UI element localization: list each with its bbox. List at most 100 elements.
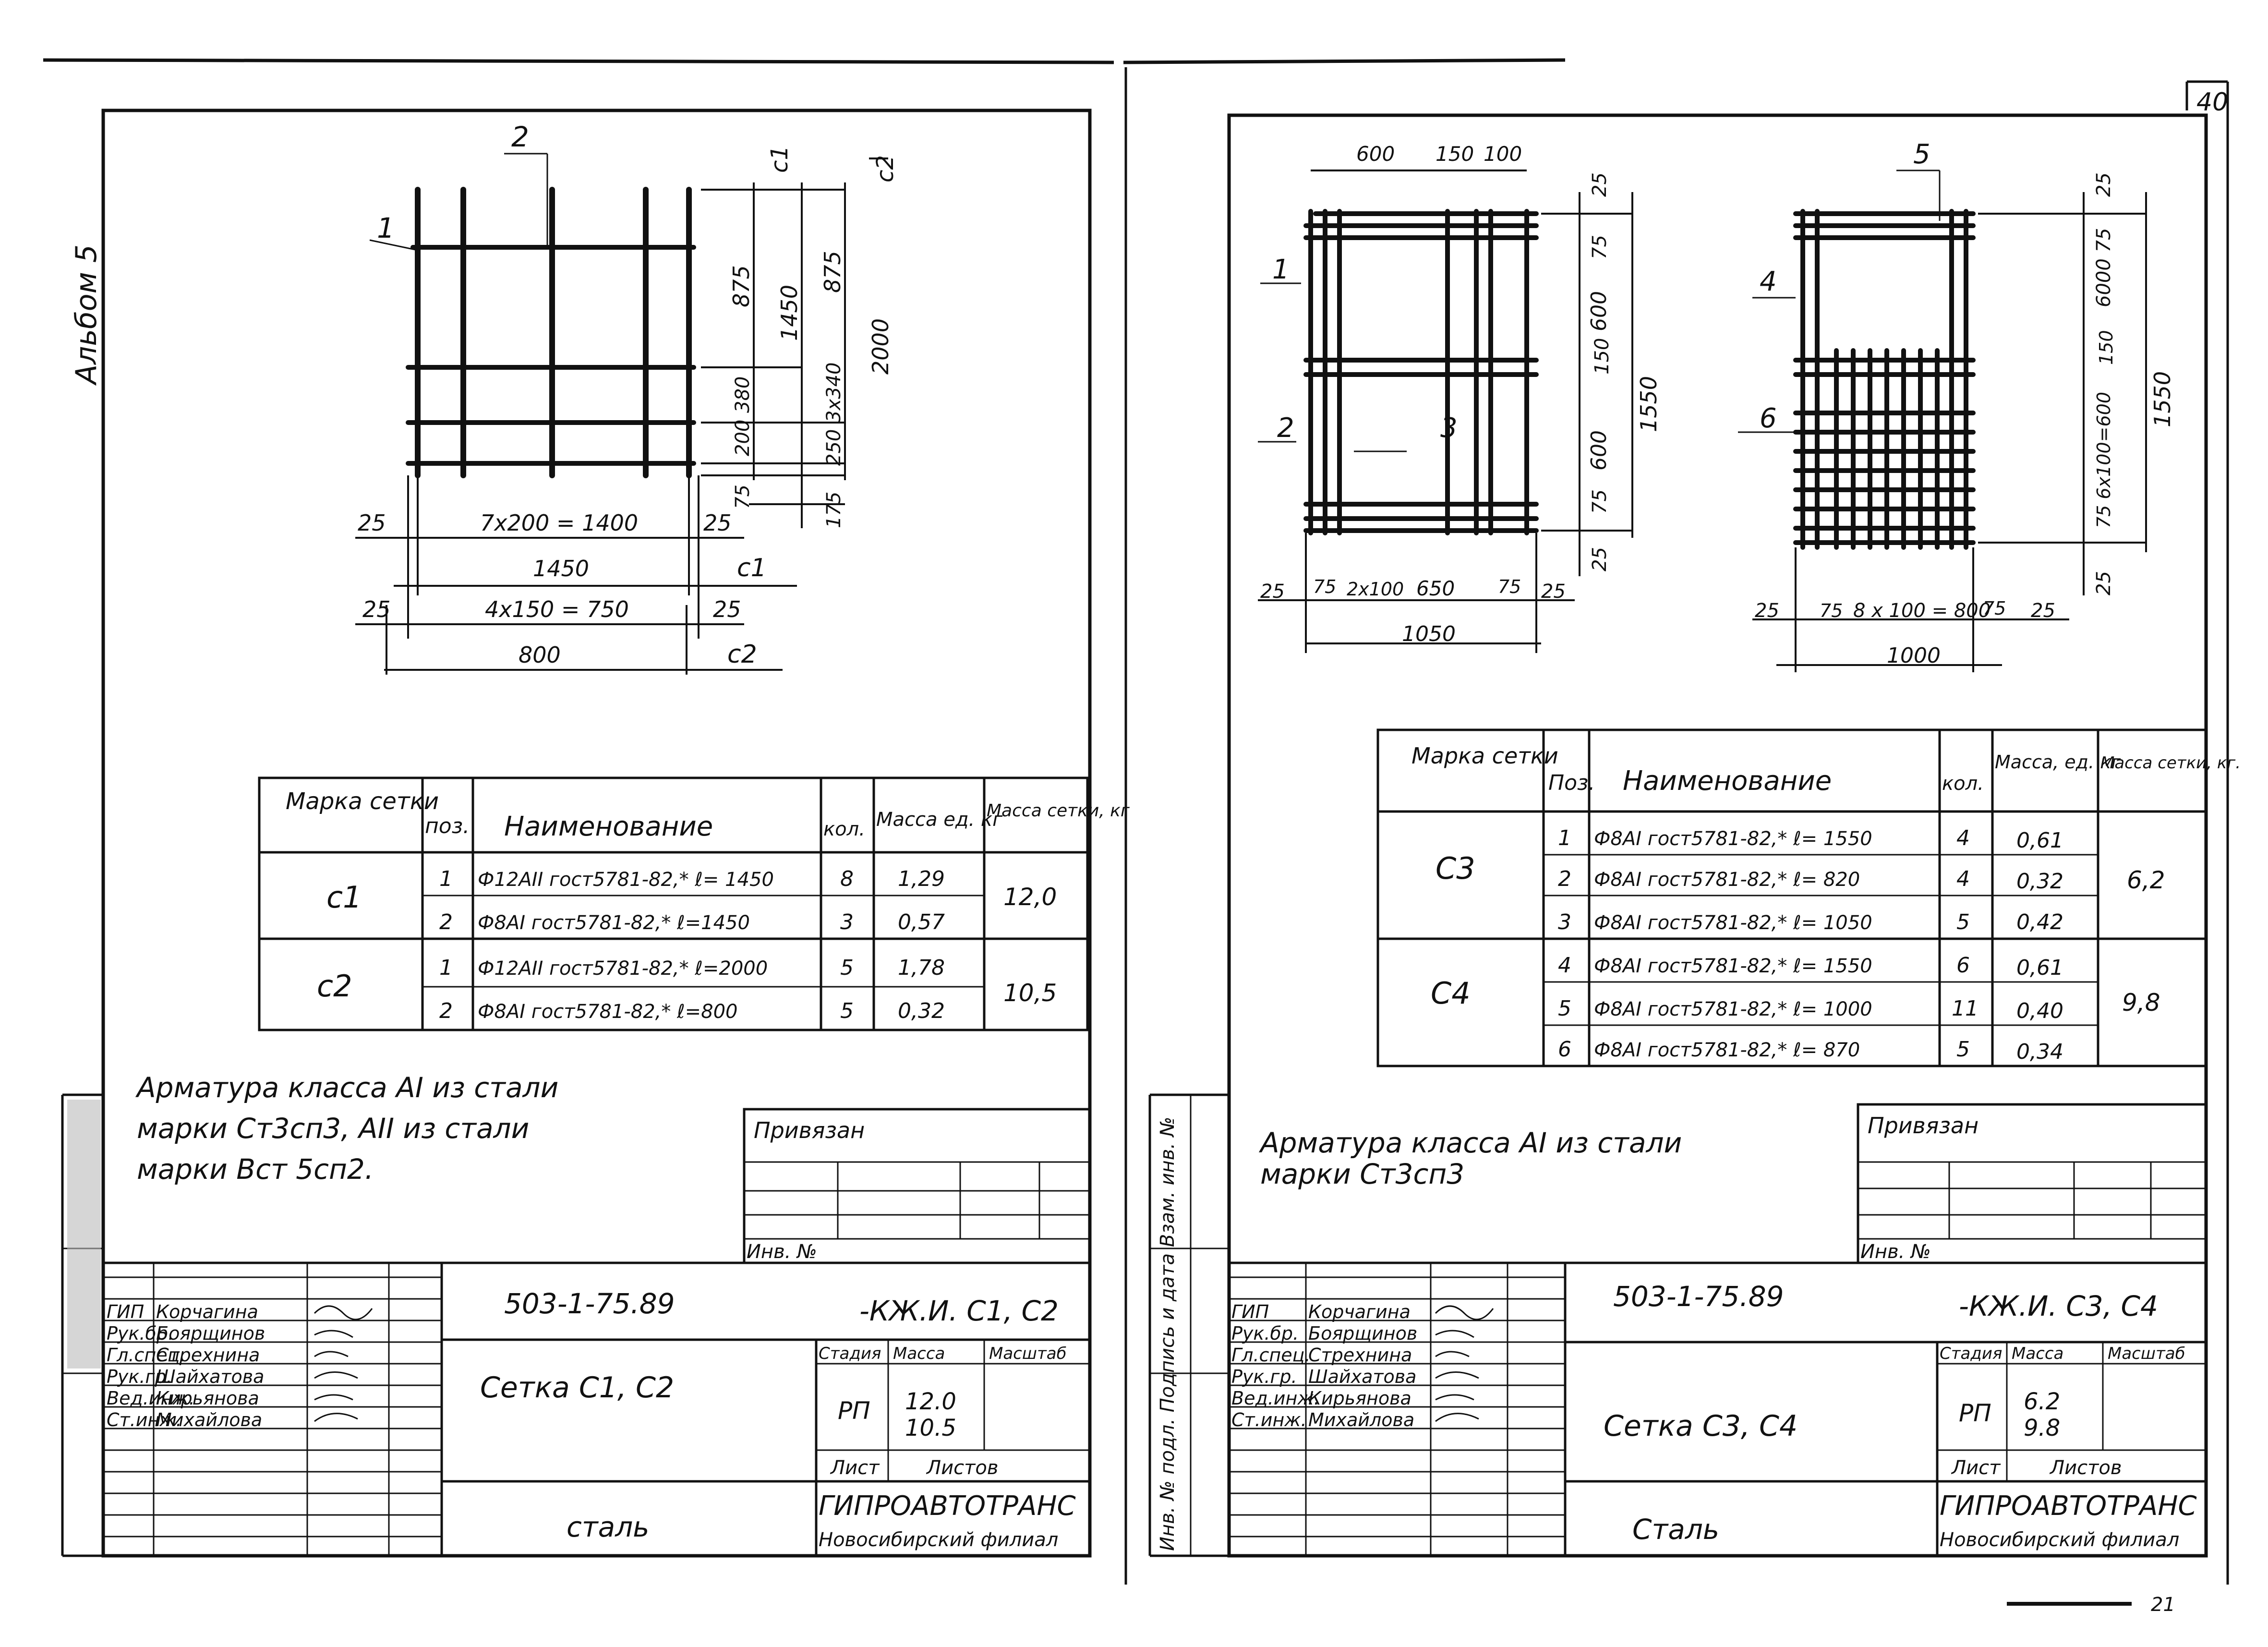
left-signature-roles: ГИП Рук.бр. Гл.спец. Рук.гр. Вед.инж. Ст… <box>107 1301 373 1430</box>
svg-text:75: 75 <box>1983 598 2006 619</box>
svg-text:Шайхатова: Шайхатова <box>156 1366 264 1387</box>
svg-text:Михайлова: Михайлова <box>1308 1409 1414 1430</box>
svg-text:Ст.инж.: Ст.инж. <box>1231 1409 1307 1430</box>
svg-text:25: 25 <box>1541 581 1566 603</box>
svg-text:Ф8АI гост5781-82,* ℓ=1450: Ф8АI гост5781-82,* ℓ=1450 <box>478 912 750 934</box>
left-doc-code: 503-1-75.89 <box>504 1287 675 1320</box>
svg-text:6,2: 6,2 <box>2127 866 2165 894</box>
right-side-stamp <box>1148 1093 1229 1557</box>
svg-text:поз.: поз. <box>425 814 470 838</box>
mesh-c4-drawing <box>1738 170 1976 550</box>
svg-text:1: 1 <box>1558 826 1571 850</box>
svg-text:9.8: 9.8 <box>2024 1415 2060 1441</box>
svg-text:5: 5 <box>1956 910 1970 934</box>
left-table-header-mark: Марка сетки <box>286 788 439 815</box>
svg-text:4x150 = 750: 4x150 = 750 <box>485 596 629 622</box>
svg-text:Масштаб: Масштаб <box>2108 1344 2185 1363</box>
svg-text:5: 5 <box>840 999 854 1023</box>
svg-text:3: 3 <box>1440 412 1458 444</box>
svg-text:4: 4 <box>1956 867 1970 891</box>
svg-text:800: 800 <box>519 642 561 668</box>
svg-text:Рук.гр.: Рук.гр. <box>107 1366 172 1387</box>
svg-text:5: 5 <box>1956 1037 1970 1062</box>
right-side-stamp-text: Инв. № подл. Подпись и дата Взам. инв. № <box>1157 1117 1179 1551</box>
svg-text:75: 75 <box>1313 576 1336 597</box>
left-org-name: ГИПРОАВТОТРАНС <box>819 1490 1076 1522</box>
svg-text:10,5: 10,5 <box>1003 979 1057 1007</box>
left-row-c2-mark: с2 <box>317 969 352 1004</box>
signature-scribbles <box>314 1305 373 1422</box>
svg-text:Ф12АII гост5781-82,* ℓ= 1450: Ф12АII гост5781-82,* ℓ= 1450 <box>478 869 774 891</box>
svg-text:Ф8АI гост5781-82,* ℓ= 1000: Ф8АI гост5781-82,* ℓ= 1000 <box>1594 998 1872 1020</box>
svg-text:Кирьянова: Кирьянова <box>156 1388 259 1409</box>
svg-text:10.5: 10.5 <box>905 1415 956 1441</box>
svg-text:7x200 = 1400: 7x200 = 1400 <box>480 510 638 536</box>
svg-text:25: 25 <box>358 510 386 536</box>
svg-text:250: 250 <box>823 429 845 466</box>
svg-text:ГИП: ГИП <box>1231 1301 1269 1322</box>
svg-text:5: 5 <box>840 956 854 980</box>
svg-text:2: 2 <box>439 999 453 1023</box>
svg-text:Кирьянова: Кирьянова <box>1308 1388 1411 1409</box>
svg-text:1000: 1000 <box>1887 643 1941 668</box>
svg-text:Михайлова: Михайлова <box>156 1409 262 1430</box>
svg-text:25: 25 <box>362 596 391 622</box>
svg-text:75 6x100=600: 75 6x100=600 <box>2093 392 2114 528</box>
c4-horizontal-dimensions <box>1752 547 2069 672</box>
svg-text:25: 25 <box>1260 581 1285 603</box>
svg-text:0,61: 0,61 <box>2016 828 2063 853</box>
album-label: Альбом 5 <box>70 244 103 386</box>
svg-text:25: 25 <box>2093 571 2115 595</box>
svg-text:Масса ед. кг: Масса ед. кг <box>876 809 1003 831</box>
left-spec-table-grid <box>258 776 1089 1031</box>
side-stamp-smudge <box>67 1100 101 1368</box>
svg-text:6.2: 6.2 <box>2024 1388 2060 1415</box>
svg-text:Ф8АI гост5781-82,* ℓ= 820: Ф8АI гост5781-82,* ℓ= 820 <box>1594 869 1860 891</box>
svg-text:2000: 2000 <box>868 318 893 375</box>
svg-text:Шайхатова: Шайхатова <box>1308 1366 1416 1387</box>
svg-text:Масса: Масса <box>2012 1344 2063 1363</box>
svg-text:1050: 1050 <box>1402 622 1456 646</box>
page-number: 40 <box>2196 88 2228 117</box>
svg-text:0,42: 0,42 <box>2016 910 2063 934</box>
svg-text:380: 380 <box>732 376 754 413</box>
svg-text:Стрехнина: Стрехнина <box>156 1344 260 1366</box>
svg-text:Рук.гр.: Рук.гр. <box>1231 1366 1297 1387</box>
right-inv-no-label: Инв. № <box>1860 1241 1931 1263</box>
svg-text:600: 600 <box>1587 430 1611 471</box>
left-note-line-2: марки Ст3сп3, АII из стали <box>137 1112 529 1145</box>
svg-text:Ф8АI гост5781-82,* ℓ= 1050: Ф8АI гост5781-82,* ℓ= 1050 <box>1594 912 1872 934</box>
svg-text:0,32: 0,32 <box>2016 869 2063 894</box>
svg-text:4: 4 <box>1760 266 1777 297</box>
mesh-c3-drawing <box>1258 209 1539 535</box>
svg-text:25: 25 <box>2093 172 2115 197</box>
svg-text:Листов: Листов <box>2049 1457 2122 1479</box>
svg-text:Ф8АI гост5781-82,* ℓ= 1550: Ф8АI гост5781-82,* ℓ= 1550 <box>1594 828 1872 850</box>
svg-text:75: 75 <box>1498 576 1521 597</box>
svg-text:1550: 1550 <box>2149 371 2175 427</box>
svg-text:2: 2 <box>1277 412 1294 444</box>
svg-text:1: 1 <box>1272 254 1290 285</box>
right-org-branch: Новосибирский филиал <box>1940 1529 2179 1551</box>
svg-text:Рук.бр.: Рук.бр. <box>1231 1323 1299 1344</box>
c3-vertical-dimensions <box>1541 192 1633 576</box>
right-material: Сталь <box>1632 1513 1719 1546</box>
right-org-name: ГИПРОАВТОТРАНС <box>1940 1490 2197 1522</box>
svg-text:3: 3 <box>1558 910 1571 934</box>
svg-text:Листов: Листов <box>926 1457 998 1479</box>
top-trim-left <box>43 58 1114 64</box>
svg-text:Стадия: Стадия <box>819 1344 881 1363</box>
dim-label-c2: с2 <box>872 155 899 182</box>
svg-text:25: 25 <box>2031 600 2055 622</box>
svg-text:25: 25 <box>713 596 741 622</box>
left-sheet-frame <box>101 109 1092 1558</box>
svg-text:150: 150 <box>1436 142 1474 166</box>
svg-text:75: 75 <box>1589 489 1611 514</box>
svg-text:кол.: кол. <box>1942 773 1984 795</box>
svg-text:25: 25 <box>1589 547 1611 571</box>
left-note-line-3: марки Вст 5сп2. <box>137 1153 374 1186</box>
svg-text:Рук.бр.: Рук.бр. <box>107 1323 174 1344</box>
left-sheet-title: Сетка С1, С2 <box>480 1371 674 1405</box>
svg-text:12,0: 12,0 <box>1003 883 1057 911</box>
svg-text:1550: 1550 <box>1636 376 1662 432</box>
